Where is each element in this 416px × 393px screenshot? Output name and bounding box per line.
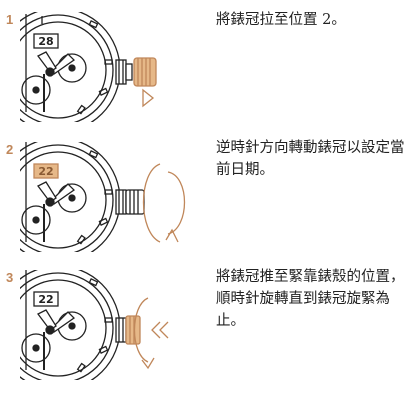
date-window: 22 — [38, 293, 53, 306]
step-number: 2 — [6, 142, 14, 157]
date-window: 22 — [38, 165, 53, 178]
date-window: 28 — [38, 35, 53, 48]
step-text: 將錶冠推至緊靠錶殼的位置，順時針旋轉直到錶冠旋緊為止。 — [216, 269, 405, 329]
step-text: 逆時針方向轉動錶冠以設定當前日期。 — [216, 140, 405, 178]
step-text: 將錶冠拉至位置 2。 — [216, 12, 346, 28]
step-number: 3 — [6, 270, 14, 285]
step-3: 3 — [0, 269, 416, 390]
step-1: 1 — [0, 12, 416, 132]
watch-illustration-pull-crown: 28 — [20, 12, 157, 122]
watch-illustration-push-and-tighten: 22 — [20, 270, 169, 380]
step-number: 1 — [6, 12, 14, 27]
step-2: 2 — [0, 140, 416, 262]
watch-illustration-rotate-counterclockwise: 22 — [20, 142, 186, 252]
